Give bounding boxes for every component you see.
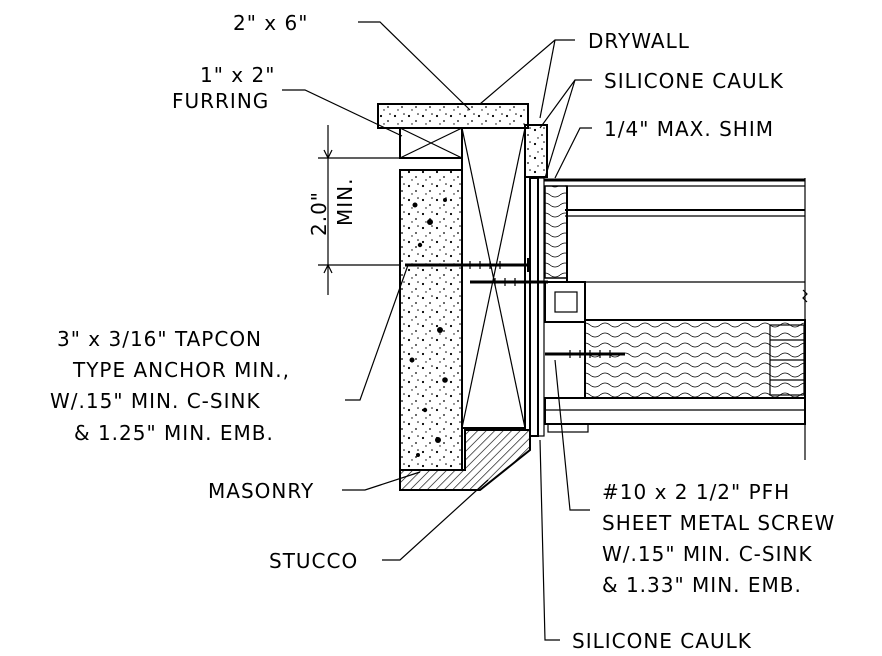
label-tapcon-line4: & 1.25" MIN. EMB. <box>74 421 274 445</box>
label-furring-size: 1" x 2" <box>200 63 275 87</box>
stucco-return <box>399 429 531 491</box>
masonry-wall <box>399 169 463 471</box>
window-frame <box>544 178 808 460</box>
label-screw-line1: #10 x 2 1/2" PFH <box>602 480 790 504</box>
dimension-value: 2.0" <box>307 191 331 236</box>
label-2x6: 2" x 6" <box>233 11 308 35</box>
leader-lines <box>282 21 592 641</box>
sheet-metal-screw-upper <box>470 278 548 286</box>
sheet-metal-screw <box>545 350 625 358</box>
furring-strip <box>399 127 463 159</box>
label-shim: 1/4" MAX. SHIM <box>604 117 774 141</box>
label-silicone-caulk-top: SILICONE CAULK <box>604 69 784 93</box>
dimension-edge-distance <box>318 125 400 295</box>
label-tapcon-line2: TYPE ANCHOR MIN., <box>72 358 290 382</box>
label-drywall: DRYWALL <box>588 29 690 53</box>
label-tapcon-line3: W/.15" MIN. C-SINK <box>50 389 261 413</box>
label-screw-line3: W/.15" MIN. C-SINK <box>602 542 813 566</box>
label-masonry: MASONRY <box>208 479 314 503</box>
label-screw-line2: SHEET METAL SCREW <box>602 511 835 535</box>
label-screw-line4: & 1.33" MIN. EMB. <box>602 573 802 597</box>
tapcon-anchor <box>405 258 530 272</box>
label-stucco: STUCCO <box>269 549 358 573</box>
drywall-layer <box>377 103 548 178</box>
label-furring: FURRING <box>172 89 269 113</box>
dimension-min: MIN. <box>333 178 357 226</box>
label-silicone-caulk-bottom: SILICONE CAULK <box>572 629 752 653</box>
label-tapcon-line1: 3" x 3/16" TAPCON <box>57 327 262 351</box>
shim-strip <box>529 177 545 437</box>
